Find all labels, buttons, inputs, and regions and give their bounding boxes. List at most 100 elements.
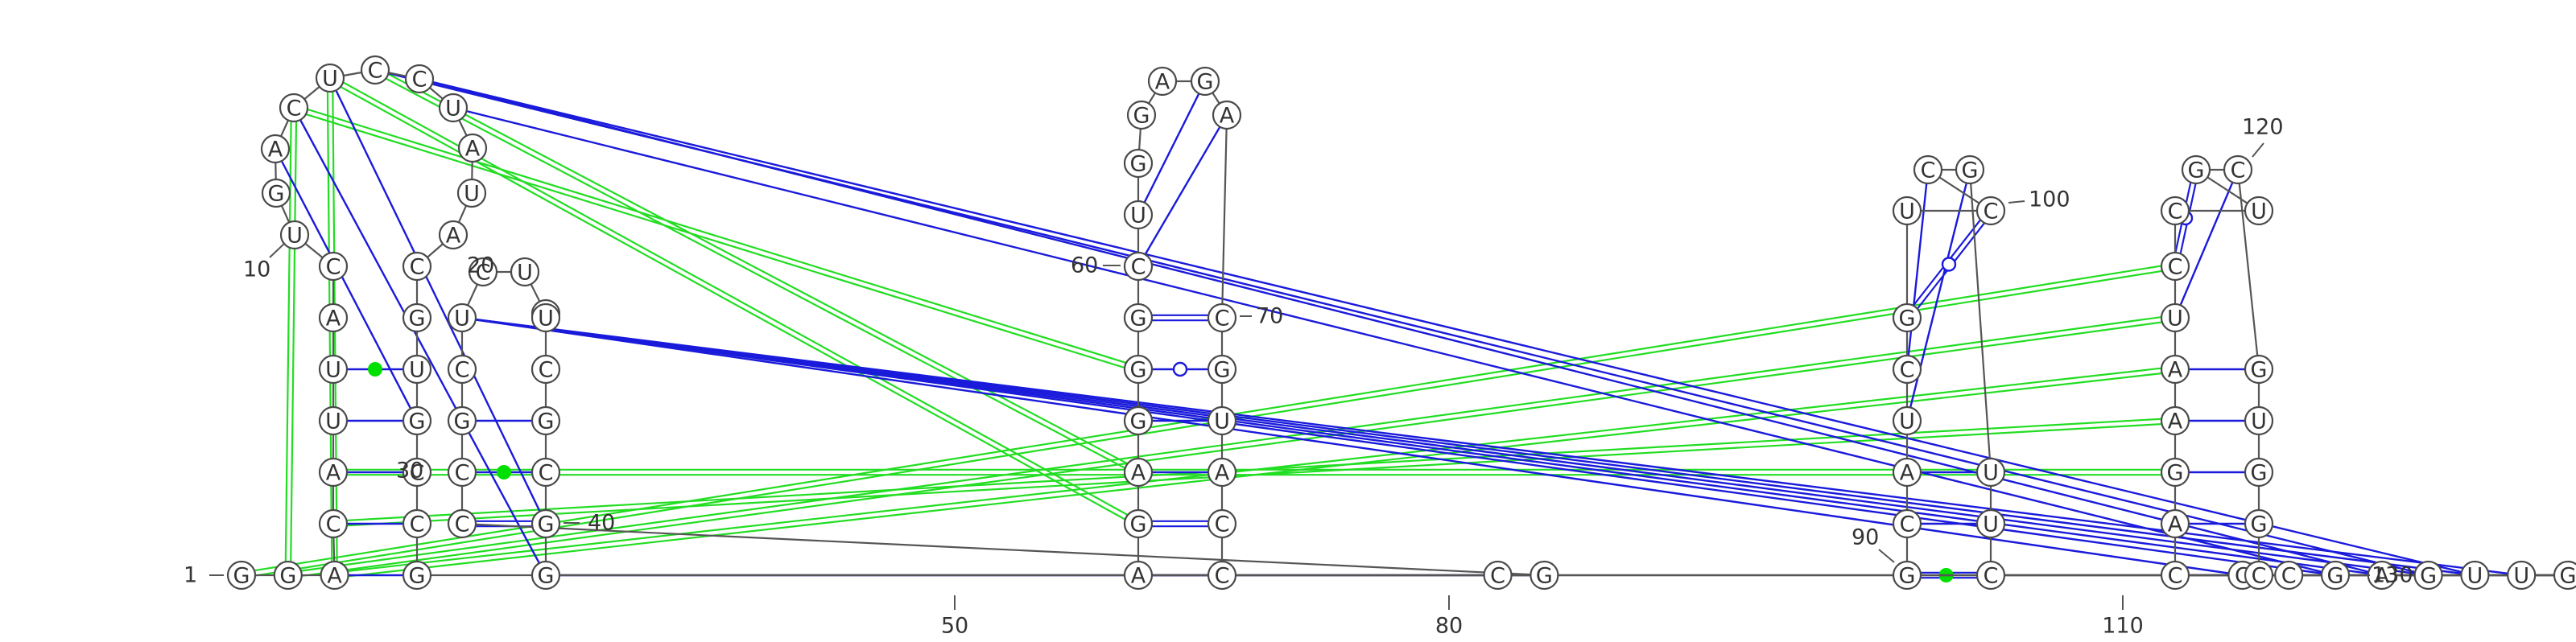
nucleotide-circle — [2223, 154, 2253, 185]
base-pair-line — [328, 77, 547, 525]
nucleotide: G — [1126, 100, 1157, 130]
nucleotide-letter: G — [1536, 564, 1553, 589]
nucleotide-letter: C — [412, 68, 427, 93]
pseudoknot-pair-line — [331, 75, 1141, 523]
nucleotide-circle — [1123, 560, 1154, 591]
nucleotide-letter: C — [539, 358, 554, 383]
nucleotide: C — [530, 457, 561, 488]
nucleotide-letter: C — [2168, 200, 2183, 224]
nucleotide-circle — [530, 354, 561, 385]
nucleotide-letter: C — [455, 358, 470, 383]
nucleotide-letter: U — [322, 67, 338, 92]
nucleotide-circle — [2160, 302, 2190, 333]
nucleotide-circle — [404, 64, 435, 94]
nucleotide: C — [402, 457, 432, 488]
nucleotide: C — [1913, 154, 1943, 185]
nucleotide-circle — [2244, 560, 2274, 591]
nucleotide: G — [261, 178, 291, 208]
nucleotide-letter: U — [1983, 461, 1999, 486]
pseudoknot-pair-line — [288, 319, 2176, 579]
nucleotide-circle — [2553, 560, 2576, 591]
nucleotide: G — [1123, 405, 1154, 436]
nucleotide-letter: C — [2168, 564, 2183, 589]
base-pair-line — [2174, 169, 2240, 319]
nucleotide: C — [1207, 302, 1237, 333]
nucleotide-circle — [2274, 560, 2304, 591]
nucleotide: G — [2553, 560, 2576, 591]
nucleotide-letter: U — [454, 307, 470, 331]
nucleotide-letter: G — [538, 512, 555, 537]
nucleotide-circle — [402, 560, 432, 591]
nucleotide-circle — [2160, 195, 2190, 226]
nucleotide: G — [2244, 457, 2274, 488]
nucleotide-circle — [2244, 405, 2274, 436]
nucleotide: C — [279, 93, 309, 123]
base-pair-line — [461, 316, 2243, 577]
nucleotide: A — [1123, 457, 1154, 488]
nucleotide-circle — [1147, 66, 1178, 97]
nucleotide-letter: A — [326, 307, 341, 331]
nucleotide-circle — [447, 302, 477, 333]
nucleotide: U — [2507, 560, 2537, 591]
nucleotide-letter: U — [1130, 204, 1146, 228]
nucleotide: G — [530, 405, 561, 436]
nucleotide-letter: C — [1131, 255, 1146, 280]
nucleotide-circle — [456, 178, 487, 208]
nucleotide-letter: U — [287, 224, 303, 249]
nucleotide-letter: C — [1215, 512, 1230, 537]
backbone-segment — [461, 522, 1545, 577]
nucleotide-circle — [1123, 405, 1154, 436]
nucleotide: U — [510, 257, 540, 287]
nucleotide-letter: C — [326, 255, 341, 280]
nucleotide-circle — [1207, 354, 1237, 385]
nucleotide: G — [2320, 560, 2351, 591]
nucleotide-letter: U — [464, 182, 480, 207]
nucleotide: G — [2181, 154, 2211, 185]
residue-number-label: 20 — [467, 253, 494, 278]
nucleotide-circle — [1892, 560, 1922, 591]
nucleotide-circle — [1892, 405, 1922, 436]
nucleotide-circle — [530, 302, 561, 333]
nucleotide: U — [1892, 405, 1922, 436]
nucleotide-letter: C — [2281, 564, 2297, 589]
nucleotide-circle — [1892, 457, 1922, 488]
nucleotide-circle — [530, 405, 561, 436]
nucleotide-letter: U — [2251, 409, 2267, 434]
nucleotide-circle — [447, 508, 477, 539]
nucleotide-letter: U — [538, 307, 554, 331]
nucleotide-circle — [438, 220, 469, 250]
pseudoknot-pair-layer — [241, 67, 2176, 579]
nucleotide-letter: U — [517, 261, 533, 286]
nucleotide: G — [1123, 148, 1154, 179]
nucleotide: G — [530, 508, 561, 539]
nucleotide-letter: A — [326, 461, 341, 486]
nucleotide-circle — [1190, 66, 1220, 97]
nucleotide-circle — [447, 457, 477, 488]
nucleotide: G — [273, 560, 303, 591]
nucleotide-letter: C — [326, 512, 341, 537]
nucleotide-letter: G — [409, 564, 426, 589]
gu-pair-marker — [1172, 361, 1188, 377]
nucleotide-circle — [402, 354, 432, 385]
nucleotide: G — [2244, 354, 2274, 385]
nucleotide-letter: C — [1900, 512, 1915, 537]
nucleotide: C — [1975, 195, 2006, 226]
nucleotide: U — [530, 302, 561, 333]
nucleotide: A — [260, 134, 291, 164]
nucleotide-letter: C — [2168, 255, 2183, 280]
nucleotide: C — [360, 55, 390, 85]
nucleotide: C — [2160, 560, 2190, 591]
nucleotide-circle — [457, 133, 488, 163]
nucleotide-letter: C — [368, 59, 383, 84]
residue-number-label: 110 — [2102, 614, 2144, 639]
nucleotide-letter: C — [455, 512, 470, 537]
nucleotide-circle — [1892, 508, 1922, 539]
nucleotide-circle — [1123, 148, 1154, 179]
nucleotide-letter: G — [409, 409, 426, 434]
nucleotide-circle — [1483, 560, 1513, 591]
nucleotide-circle — [318, 302, 349, 333]
nucleotide: U — [2160, 302, 2190, 333]
nucleotide: U — [456, 178, 487, 208]
nucleotide: C — [1892, 508, 1922, 539]
